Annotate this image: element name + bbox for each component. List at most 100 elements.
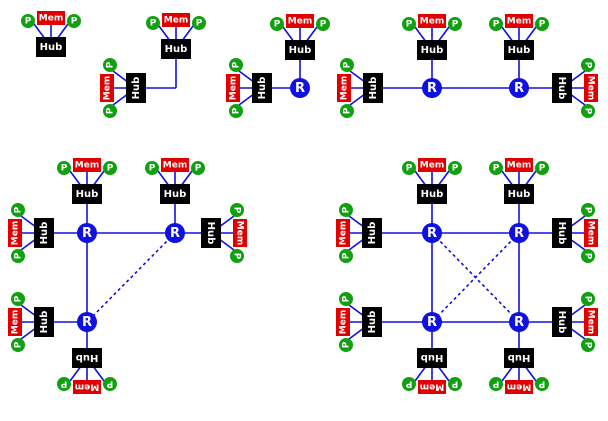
processor-label: P	[232, 61, 242, 68]
hub-box	[34, 218, 54, 248]
memory-box	[233, 219, 247, 247]
memory-box	[418, 158, 446, 172]
processor-node	[103, 58, 117, 72]
hub-label: Hub	[556, 222, 567, 245]
hub-box	[36, 37, 66, 57]
router-label: R	[170, 226, 180, 241]
hub-box	[552, 307, 572, 337]
router-label: R	[514, 315, 524, 330]
memory-box	[8, 308, 22, 336]
hub-label: Hub	[508, 189, 531, 200]
processor-label: P	[106, 61, 116, 68]
hub-label: Hub	[367, 311, 378, 334]
processor-node	[11, 338, 25, 352]
hub-box	[363, 73, 383, 103]
memory-box	[505, 380, 533, 394]
processor-node	[448, 17, 462, 31]
memory-box	[336, 308, 350, 336]
processor-label: P	[583, 342, 593, 349]
processor-label: P	[493, 164, 500, 174]
hub-label: Hub	[39, 311, 50, 334]
hub-label: Hub	[39, 222, 50, 245]
processor-label: P	[342, 252, 352, 259]
processor-label: P	[539, 164, 546, 174]
processor-label: P	[583, 253, 593, 260]
memory-box	[584, 219, 598, 247]
processor-node	[489, 377, 503, 391]
hub-box	[504, 348, 534, 368]
hub-box	[417, 348, 447, 368]
memory-label: Mem	[164, 16, 188, 26]
memory-label: Mem	[420, 17, 444, 27]
processor-node	[581, 203, 595, 217]
router-node	[165, 223, 185, 243]
processor-label: P	[195, 164, 202, 174]
hub-label: Hub	[76, 189, 99, 200]
memory-label: Mem	[339, 310, 349, 334]
processor-label: P	[14, 295, 24, 302]
processor-node	[339, 203, 353, 217]
processor-label: P	[406, 20, 413, 30]
hub-label: Hub	[421, 352, 444, 363]
router-label: R	[427, 315, 437, 330]
processor-label: P	[493, 20, 500, 30]
router-label: R	[82, 226, 92, 241]
router-node	[422, 312, 442, 332]
memory-box	[584, 74, 598, 102]
processor-node	[103, 377, 117, 391]
memory-label: Mem	[103, 76, 113, 100]
dashed-link	[431, 232, 520, 323]
hub-box	[552, 73, 572, 103]
hub-label: Hub	[257, 77, 268, 100]
memory-box	[162, 13, 190, 27]
hub-label: Hub	[289, 45, 312, 56]
processor-node	[535, 377, 549, 391]
router-label: R	[427, 226, 437, 241]
processor-node	[316, 17, 330, 31]
memory-label: Mem	[586, 76, 596, 100]
hub-box	[160, 184, 190, 204]
processor-node	[229, 104, 243, 118]
router-node	[290, 78, 310, 98]
processor-node	[448, 377, 462, 391]
memory-label: Mem	[340, 76, 350, 100]
processor-node	[103, 104, 117, 118]
processor-node	[191, 161, 205, 175]
processor-node	[230, 249, 244, 263]
hub-box	[417, 40, 447, 60]
processor-node	[57, 161, 71, 175]
router-node	[422, 223, 442, 243]
processor-label: P	[452, 164, 459, 174]
processor-node	[340, 58, 354, 72]
hub-box	[161, 39, 191, 59]
processor-label: P	[451, 379, 458, 389]
memory-label: Mem	[11, 310, 21, 334]
processor-label: P	[274, 20, 281, 30]
hub-label: Hub	[508, 352, 531, 363]
processor-node	[581, 58, 595, 72]
processor-node	[192, 16, 206, 30]
hub-label: Hub	[76, 352, 99, 363]
hub-label: Hub	[421, 189, 444, 200]
processor-label: P	[539, 20, 546, 30]
processor-node	[581, 104, 595, 118]
processor-label: P	[342, 295, 352, 302]
hub-box	[417, 184, 447, 204]
memory-label: Mem	[229, 76, 239, 100]
processor-label: P	[25, 17, 32, 27]
processor-label: P	[538, 379, 545, 389]
memory-box	[418, 380, 446, 394]
processor-label: P	[452, 20, 459, 30]
memory-box	[8, 219, 22, 247]
